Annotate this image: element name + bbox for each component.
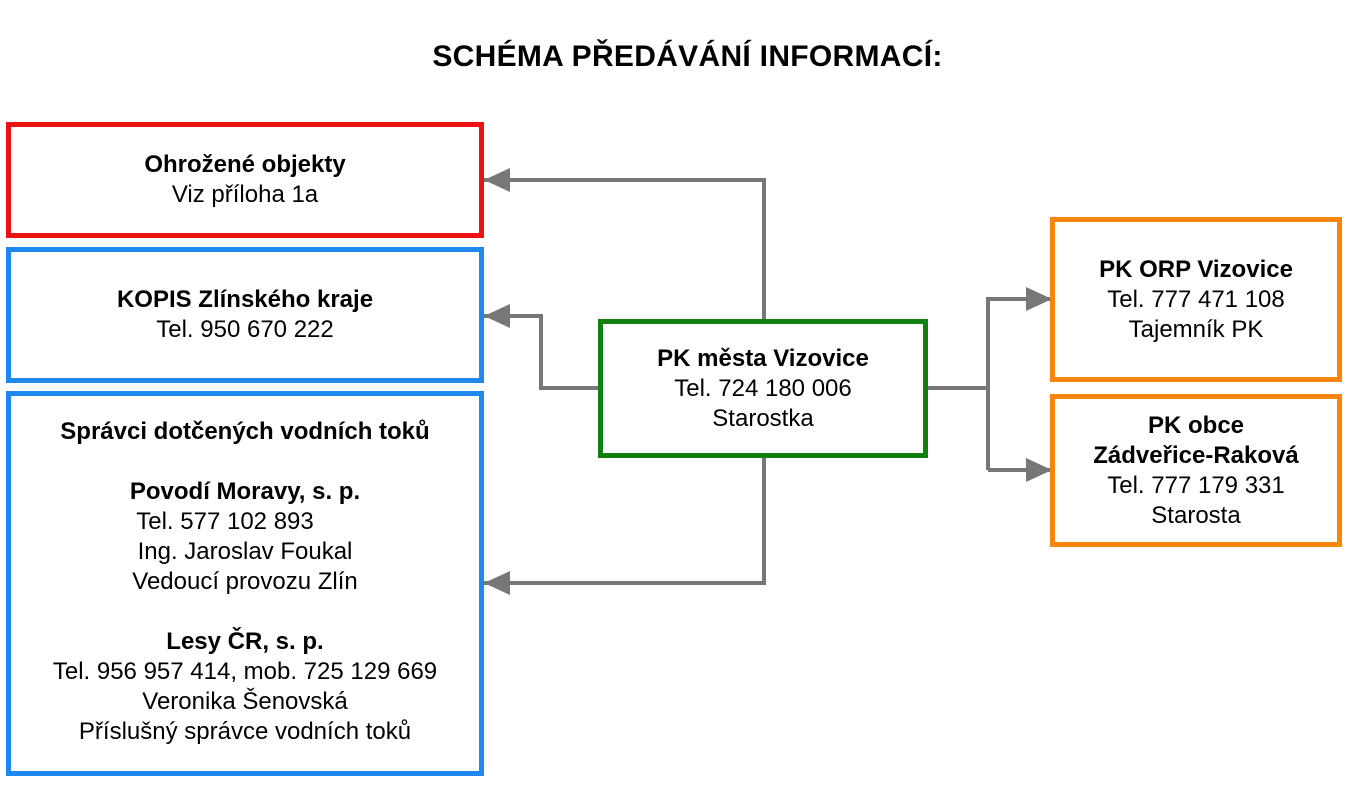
arrowhead-ohrozene — [484, 168, 510, 192]
lesy-person: Veronika Šenovská — [142, 688, 348, 715]
orp-name: PK ORP Vizovice — [1099, 255, 1293, 283]
pk-mesta-role: Starostka — [712, 404, 814, 432]
arrowhead-spravci — [484, 571, 510, 595]
kopis-phone: Tel. 950 670 222 — [156, 316, 334, 343]
ohrozene-name: Ohrožené objekty — [144, 151, 346, 178]
lesy-name: Lesy ČR, s. p. — [166, 628, 324, 655]
arrow-to-orp — [986, 297, 1050, 470]
zadverice-phone: Tel. 777 179 331 — [1107, 471, 1285, 499]
povodi-name: Povodí Moravy, s. p. — [129, 478, 361, 505]
kopis-name: KOPIS Zlínského kraje — [116, 286, 374, 313]
diagram-title: SCHÉMA PŘEDÁVÁNÍ INFORMACÍ: — [432, 40, 943, 73]
orp-role: Tajemník PK — [1128, 315, 1264, 343]
zadverice-name-2: Zádveřice-Raková — [1093, 441, 1299, 469]
lesy-role: Příslušný správce vodních toků — [78, 718, 412, 745]
lesy-phone: Tel. 956 957 414, mob. 725 129 669 — [52, 658, 438, 685]
arrow-to-spravci — [484, 456, 766, 585]
arrowhead-kopis — [484, 304, 510, 328]
orp-phone: Tel. 777 471 108 — [1107, 285, 1285, 313]
arrowhead-orp — [1026, 287, 1052, 311]
box-pk-orp-vizovice: PK ORP Vizovice Tel. 777 471 108 Tajemní… — [1050, 217, 1342, 382]
povodi-role: Vedoucí provozu Zlín — [132, 568, 358, 595]
spravci-heading: Správci dotčených vodních toků — [60, 418, 430, 445]
arrow-to-kopis — [484, 314, 600, 390]
povodi-person: Ing. Jaroslav Foukal — [137, 538, 353, 565]
pk-mesta-phone: Tel. 724 180 006 — [674, 374, 852, 402]
povodi-phone: Tel. 577 102 893 — [136, 508, 314, 535]
box-spravci-vodnich-toku: Správci dotčených vodních toků Povodí Mo… — [6, 391, 484, 776]
ohrozene-reference: Viz příloha 1a — [171, 181, 319, 208]
box-pk-zadverice-rakova: PK obce Zádveřice-Raková Tel. 777 179 33… — [1050, 394, 1342, 547]
box-pk-mesta-vizovice: PK města Vizovice Tel. 724 180 006 Staro… — [598, 319, 928, 458]
box-ohrozene-objekty: Ohrožené objekty Viz příloha 1a — [6, 122, 484, 238]
box-kopis: KOPIS Zlínského kraje Tel. 950 670 222 — [6, 247, 484, 383]
arrowhead-zadverice — [1026, 458, 1052, 482]
zadverice-role: Starosta — [1151, 501, 1241, 529]
zadverice-name-1: PK obce — [1147, 411, 1245, 439]
pk-mesta-name: PK města Vizovice — [657, 344, 869, 372]
arrow-to-ohrozene — [484, 178, 766, 322]
